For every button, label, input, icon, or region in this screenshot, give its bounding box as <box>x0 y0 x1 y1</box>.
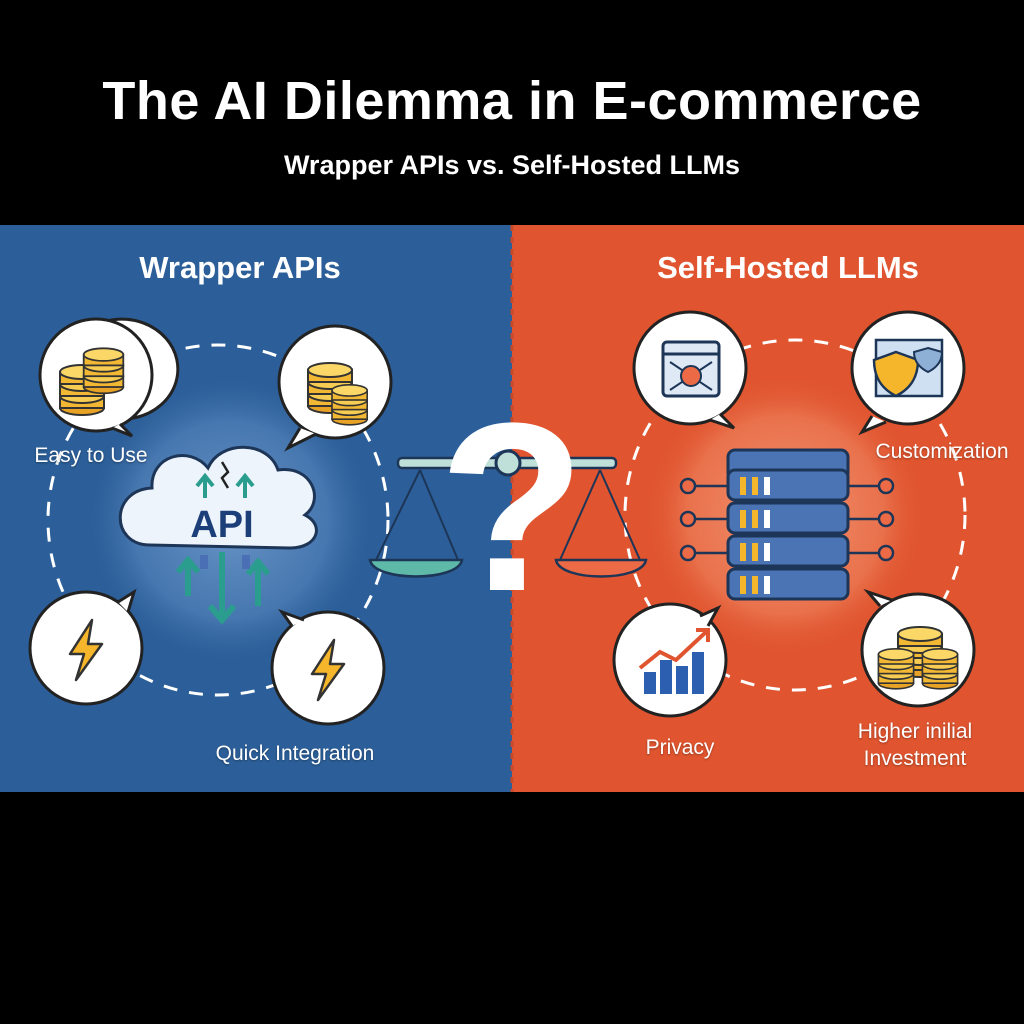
main-title: The AI Dilemma in E-commerce <box>102 71 922 131</box>
lightning-icon <box>28 588 144 706</box>
browser-window-icon <box>632 310 748 430</box>
coins-icon <box>860 588 976 708</box>
label-higher-investment-line1: Higher inilial <box>857 720 973 743</box>
main-subtitle: Wrapper APIs vs. Self-Hosted LLMs <box>283 150 741 180</box>
label-easy-to-use: Easy to Use <box>34 444 148 467</box>
label-customization: Customization <box>875 440 1009 463</box>
api-cloud-icon: API <box>118 445 318 625</box>
lightning-icon <box>270 608 386 726</box>
coins-icon <box>38 317 180 438</box>
api-label: API <box>190 504 253 546</box>
shield-icon <box>850 310 966 436</box>
left-dashed-ring <box>46 343 390 697</box>
right-dashed-ring <box>623 338 967 692</box>
label-higher-investment-line2: Investment <box>863 747 967 770</box>
left-panel-title: Wrapper APIs <box>139 250 341 285</box>
right-panel-title: Self-Hosted LLMs <box>657 250 919 285</box>
label-higher-investment: Higher inilial Investment <box>830 718 1000 772</box>
bar-chart-icon <box>612 602 728 718</box>
label-quick-integration: Quick Integration <box>215 742 375 765</box>
server-stack-icon <box>679 448 895 601</box>
label-privacy: Privacy <box>645 736 715 759</box>
coins-icon <box>277 324 393 452</box>
balance-scale-icon <box>368 449 648 578</box>
question-mark: ? <box>439 373 586 641</box>
